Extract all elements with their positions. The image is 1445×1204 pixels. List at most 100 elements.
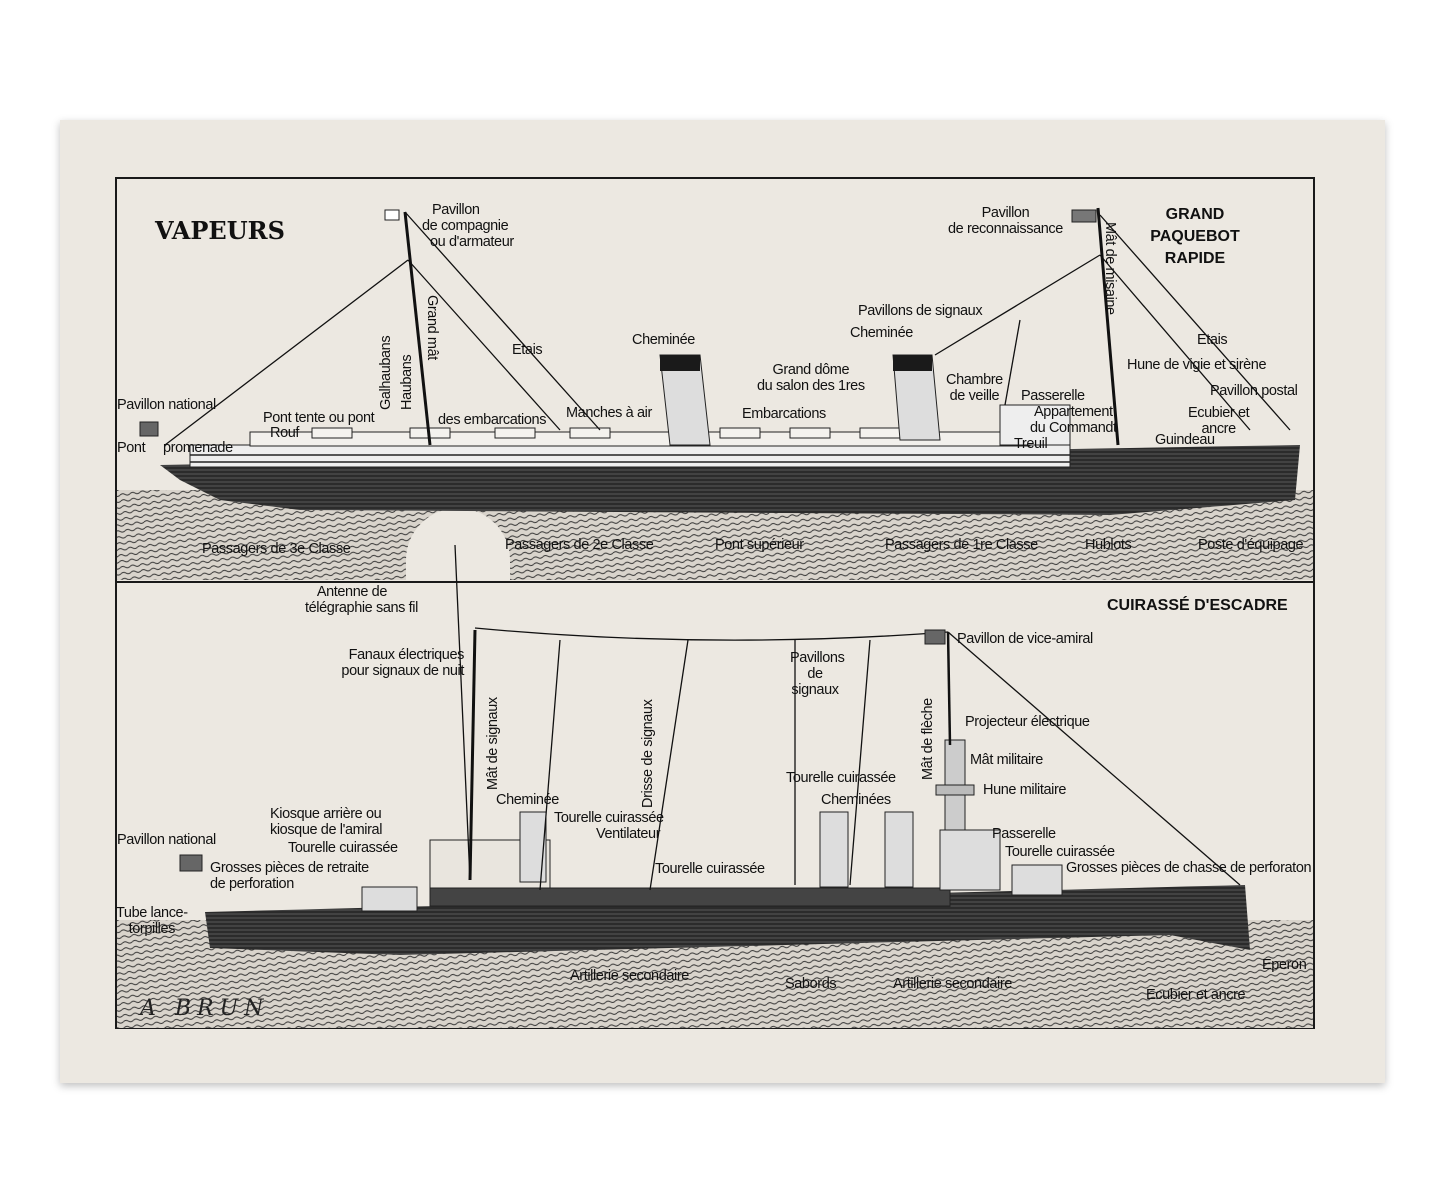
label-pont: Pont <box>117 440 146 456</box>
label-line: ou d'armateur <box>430 234 514 250</box>
battleship-funnel-3 <box>884 811 914 888</box>
label-cheminee: Cheminée <box>496 792 559 808</box>
label-tourelle-3: Tourelle cuirassée <box>288 840 398 856</box>
label-passerelle-bottom: Passerelle <box>992 826 1056 842</box>
company-flag <box>384 209 400 221</box>
liner-title-line-2: RAPIDE <box>1164 250 1226 267</box>
battleship <box>179 544 1250 955</box>
label-ecubier: Ecubier et ancre <box>1188 405 1250 437</box>
label-passagers-1: Passagers de 1re Classe <box>885 537 1038 553</box>
label-mat-militaire: Mât militaire <box>970 752 1043 768</box>
label-line: kiosque de l'amiral <box>270 822 383 838</box>
plate-title: VAPEURS <box>155 216 285 245</box>
label-vice-amiral: Pavillon de vice-amiral <box>957 631 1093 647</box>
label-line: de compagnie <box>422 218 509 234</box>
label-antenne: Antenne de télégraphie sans fil <box>305 584 418 616</box>
national-flag-bottom <box>179 854 203 872</box>
label-poste-equipage: Poste d'équipage <box>1198 537 1304 553</box>
label-pavillon-national-bottom: Pavillon national <box>117 832 216 848</box>
label-pont-tente: Pont tente ou pont <box>263 410 375 426</box>
label-line: pour signaux de nuit <box>341 663 464 679</box>
label-line: Pavillon <box>432 202 480 218</box>
label-tube-torpilles: Tube lance- torpilles <box>116 905 188 937</box>
label-chambre-veille: Chambre de veille <box>946 372 1003 404</box>
label-hune-vigie: Hune de vigie et sirène <box>1127 357 1267 373</box>
label-signal-flags: Pavillons de signaux <box>858 303 983 319</box>
label-cheminees: Cheminées <box>821 792 891 808</box>
battleship-hull <box>205 885 1250 955</box>
label-haubans: Haubans <box>399 354 415 410</box>
label-embarcations: Embarcations <box>742 406 826 422</box>
label-line: signaux <box>791 682 839 698</box>
label-artillerie-1: Artillerie secondaire <box>570 968 689 984</box>
label-manches-air: Manches à air <box>566 405 652 421</box>
panel-divider <box>115 581 1315 583</box>
artist-signature: A BRUN <box>140 996 270 1021</box>
label-line: Grand dôme <box>772 362 850 378</box>
label-grand-dome: Grand dôme du salon des 1res <box>757 362 865 394</box>
label-sabords: Sabords <box>785 976 837 992</box>
label-mat-fleche: Mât de flèche <box>920 698 936 780</box>
label-grosses-retraite: Grosses pièces de retraite de perforatio… <box>210 860 369 892</box>
label-line: Antenne de <box>316 584 388 600</box>
label-line: Kiosque arrière ou <box>270 806 382 822</box>
label-line: de <box>807 666 823 682</box>
label-line: du salon des 1res <box>757 378 865 394</box>
label-line: de reconnaissance <box>948 221 1063 237</box>
recognition-flag <box>1071 209 1097 223</box>
label-ecubier-bottom: Ecubier et ancre <box>1146 987 1246 1003</box>
battleship-rigging <box>454 544 1241 891</box>
label-line: Grosses pièces de retraite <box>210 860 369 876</box>
liner-ship <box>139 207 1300 515</box>
label-line: de veille <box>949 388 1000 404</box>
vice-admiral-flag <box>924 629 946 645</box>
military-top <box>935 784 975 796</box>
label-line: de perforation <box>210 876 294 892</box>
battleship-title: CUIRASSÉ D'ESCADRE <box>1107 597 1288 614</box>
fore-turret <box>1011 864 1063 896</box>
label-des-embarcations: des embarcations <box>438 412 547 428</box>
label-passagers-2: Passagers de 2e Classe <box>505 537 654 553</box>
label-rouf: Rouf <box>270 425 300 441</box>
label-mat-misaine: Mât de misaine <box>1102 222 1118 315</box>
label-projecteur: Projecteur électrique <box>965 714 1090 730</box>
label-recognition-flag: Pavillon de reconnaissance <box>948 205 1063 237</box>
label-cheminee-2: Cheminée <box>850 325 913 341</box>
label-pavillon-postal: Pavillon postal <box>1210 383 1298 399</box>
liner-rigging <box>164 207 1291 446</box>
label-fanaux: Fanaux électriques pour signaux de nuit <box>302 647 464 679</box>
label-company-flag: Pavillon de compagnie ou d'armateur <box>422 202 514 250</box>
label-treuil: Treuil <box>1014 436 1048 452</box>
label-line: Chambre <box>946 372 1003 388</box>
liner-title-line-1: GRAND PAQUEBOT <box>1150 206 1240 245</box>
label-etais-2: Etais <box>1197 332 1228 348</box>
label-drisse-signaux: Drisse de signaux <box>640 699 656 808</box>
label-hublots: Hublots <box>1085 537 1132 553</box>
label-cheminee-1: Cheminée <box>632 332 695 348</box>
label-guindeau: Guindeau <box>1155 432 1215 448</box>
label-hune-militaire: Hune militaire <box>983 782 1067 798</box>
label-ventilateur: Ventilateur <box>596 826 661 842</box>
label-line: Ecubier et <box>1188 405 1250 421</box>
label-pont-superieur: Pont supérieur <box>715 537 804 553</box>
label-appartement: Appartement du Commandt <box>1030 404 1117 436</box>
label-passerelle: Passerelle <box>1021 388 1085 404</box>
label-line: Pavillon <box>981 205 1030 221</box>
label-line: Fanaux électriques <box>348 647 465 663</box>
label-kiosque: Kiosque arrière ou kiosque de l'amiral <box>270 806 382 838</box>
label-tourelle-1: Tourelle cuirassée <box>786 770 896 786</box>
label-line: Pavillons <box>790 650 845 666</box>
label-line: Tube lance- <box>116 905 188 921</box>
label-grosses-chasse: Grosses pièces de chasse de perforaton <box>1066 860 1312 876</box>
label-artillerie-2: Artillerie secondaire <box>893 976 1012 992</box>
fore-bridge <box>939 829 1001 891</box>
battleship-funnel-2 <box>819 811 849 888</box>
label-tourelle-4: Tourelle cuirassée <box>655 861 765 877</box>
label-etais-1: Etais <box>512 342 543 358</box>
label-eperon: Eperon <box>1262 957 1307 973</box>
label-galhaubans: Galhaubans <box>378 335 394 410</box>
label-pavillons-signaux: Pavillons de signaux <box>790 650 845 698</box>
label-tourelle-2: Tourelle cuirassée <box>554 810 664 826</box>
national-flag-top <box>139 421 159 437</box>
